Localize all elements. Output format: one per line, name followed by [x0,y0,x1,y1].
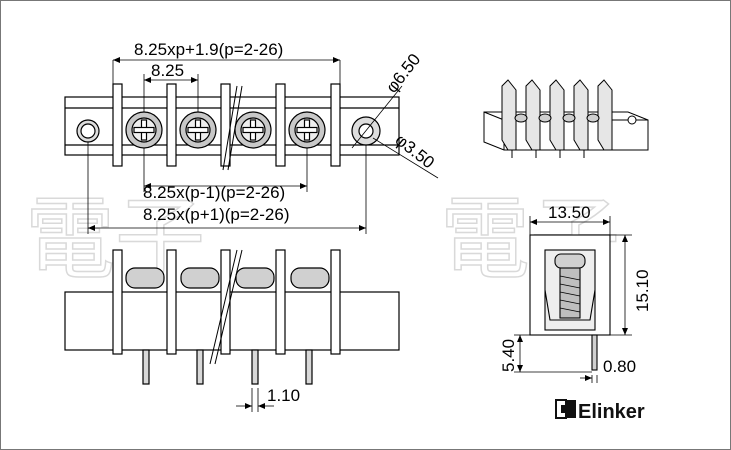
side-view [529,234,611,371]
front-view-barriers [112,249,341,355]
screw-icon [179,111,217,149]
overall-length-label: 8.25xp+1.9(p=2-26) [134,40,283,59]
side-view-screw-shaft [559,267,581,319]
break-line [222,85,238,171]
side-view-pin [591,334,598,371]
mount-hole-outer-label: φ6.50 [382,50,424,96]
top-view [64,83,400,171]
front-view [64,249,400,385]
elinker-logo-icon [555,399,576,419]
top-dimensions [87,57,439,234]
pin-gap-dimension [236,388,274,412]
top-view-barriers [112,83,341,167]
screw-icon [125,111,163,149]
screw-icon [234,111,272,149]
front-view-screw-heads [125,267,330,289]
iso-mount-hole [627,115,637,125]
pin-thickness-label: 0.80 [603,357,636,376]
iso-barriers [501,79,613,151]
break-line [209,249,238,365]
pin-gap-label: 1.10 [267,386,300,405]
front-view-pins [142,349,313,385]
iso-pins [511,150,585,158]
height-label: 15.10 [633,269,652,312]
side-view-clamp [544,289,596,321]
pin-length-label: 5.40 [499,339,518,372]
side-view-screw-head [554,253,586,269]
mount-hole-left [76,119,100,143]
pin-span-label: 8.25x(p-1)(p=2-26) [143,183,285,202]
break-line [214,249,243,365]
side-view-thread [559,275,581,313]
depth-label: 13.50 [548,203,591,222]
side-dimensions [514,216,632,383]
screw-icon [288,111,326,149]
brand-logo: Elinker [555,399,645,423]
break-line [227,85,243,171]
pitch-label: 8.25 [151,61,184,80]
iso-screws [514,113,600,123]
body-span-label: 8.25x(p+1)(p=2-26) [143,205,289,224]
top-view-screws [125,111,326,149]
brand-name: Elinker [578,401,645,423]
isometric-view [483,79,649,158]
